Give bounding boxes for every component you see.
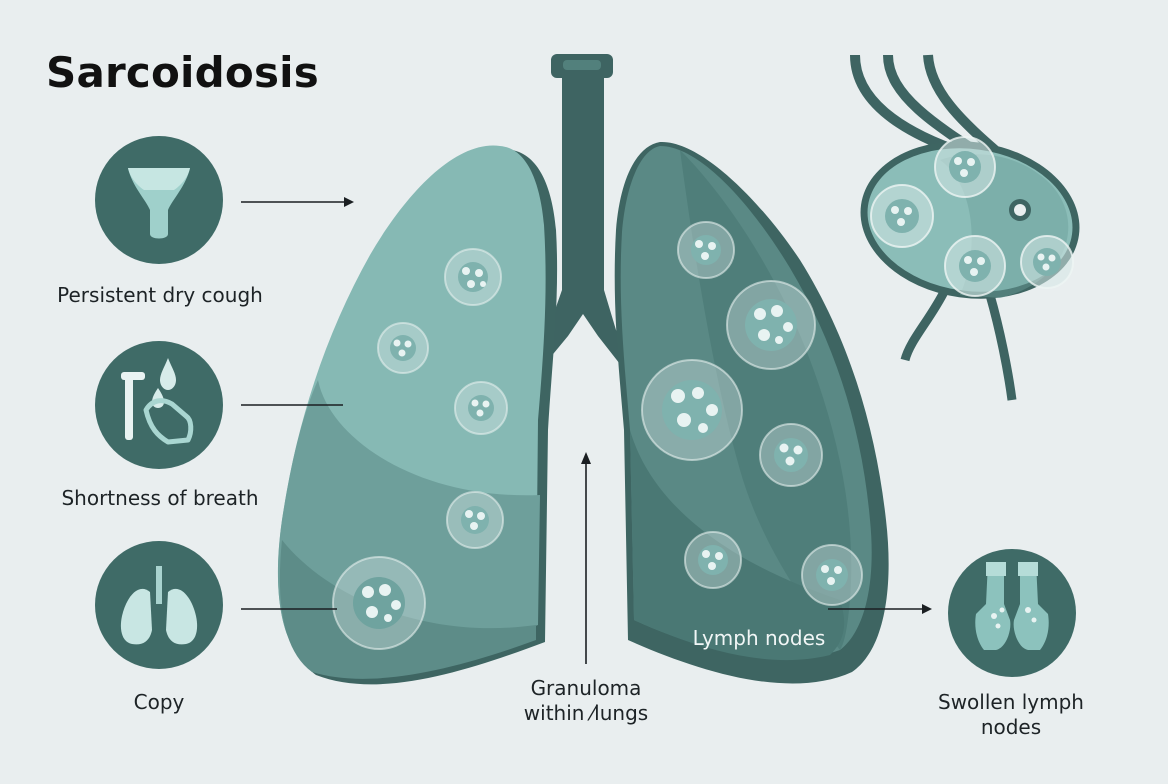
granuloma: [641, 359, 743, 461]
granulomas: [332, 221, 863, 650]
page-title: Sarcoidosis: [46, 48, 319, 97]
granuloma: [454, 381, 508, 435]
granuloma: [759, 423, 823, 487]
symptom-label-cough: Persistent dry cough: [57, 283, 263, 307]
granuloma-label: Granuloma within ⁄lungs: [523, 676, 649, 725]
connector-arrows: [241, 197, 932, 664]
granuloma: [446, 491, 504, 549]
granuloma: [801, 544, 863, 606]
lymph-nodes-label: Lymph nodes: [692, 626, 826, 650]
granuloma: [726, 280, 816, 370]
granuloma: [684, 531, 742, 589]
hands-icon: [948, 549, 1076, 677]
lymph-node-detail: [850, 54, 1080, 401]
throat-icon: [95, 136, 223, 264]
granuloma: [332, 556, 426, 650]
swollen-lymph-nodes-label: Swollen lymph nodes: [938, 690, 1084, 739]
granuloma: [444, 248, 502, 306]
symptom-label-copy: Copy: [133, 690, 185, 714]
granuloma: [677, 221, 735, 279]
symptom-label-breath: Shortness of breath: [61, 486, 259, 510]
hand-drop-icon: [95, 341, 223, 469]
granuloma: [377, 322, 429, 374]
lungs-icon: [95, 541, 223, 669]
